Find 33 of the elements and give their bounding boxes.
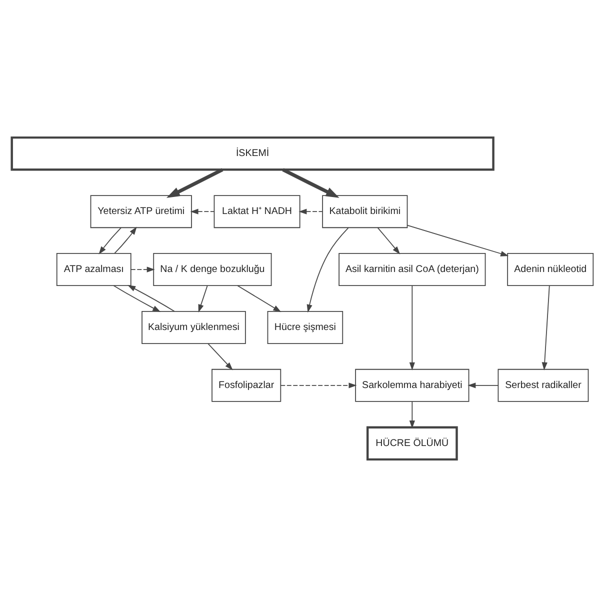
node-box: Yetersiz ATP üretimi [90,194,192,228]
arrow [409,400,415,428]
arrow [377,226,400,254]
node-box: Hücre şişmesi [267,310,344,344]
node-box: HÜCRE ÖLÜMÜ [366,426,458,460]
node-box: Kalsiyum yüklenmesi [142,310,246,344]
arrow [130,266,155,272]
arrow [298,208,323,214]
node-box: Asil karnitin asil CoA (deterjan) [338,252,486,286]
arrow [114,226,137,254]
node-box: Laktat H⁺ NADH [214,194,300,228]
node-box: Adenin nükleotid [507,252,594,286]
node-box: Katabolit birikimi [322,194,408,228]
arrow [166,168,224,198]
arrow [468,382,498,388]
arrow [237,284,282,312]
arrow [409,284,415,370]
arrow [198,284,208,312]
arrow [542,284,550,370]
arrow [407,224,509,256]
node-box: Sarkolemma harabiyeti [355,368,470,402]
node-box: İSKEMİ [10,136,494,170]
arrow [190,208,215,214]
arrow [98,226,122,254]
arrow [113,284,161,312]
node-box: Serbest radikaller [498,368,589,402]
arrow [280,382,357,388]
node-box: ATP azalması [56,252,132,286]
arrow [306,227,349,312]
arrow [128,284,175,312]
node-box: Na / K denge bozukluğu [153,252,272,286]
arrow [208,342,233,370]
node-box: Fosfolipazlar [212,368,282,402]
